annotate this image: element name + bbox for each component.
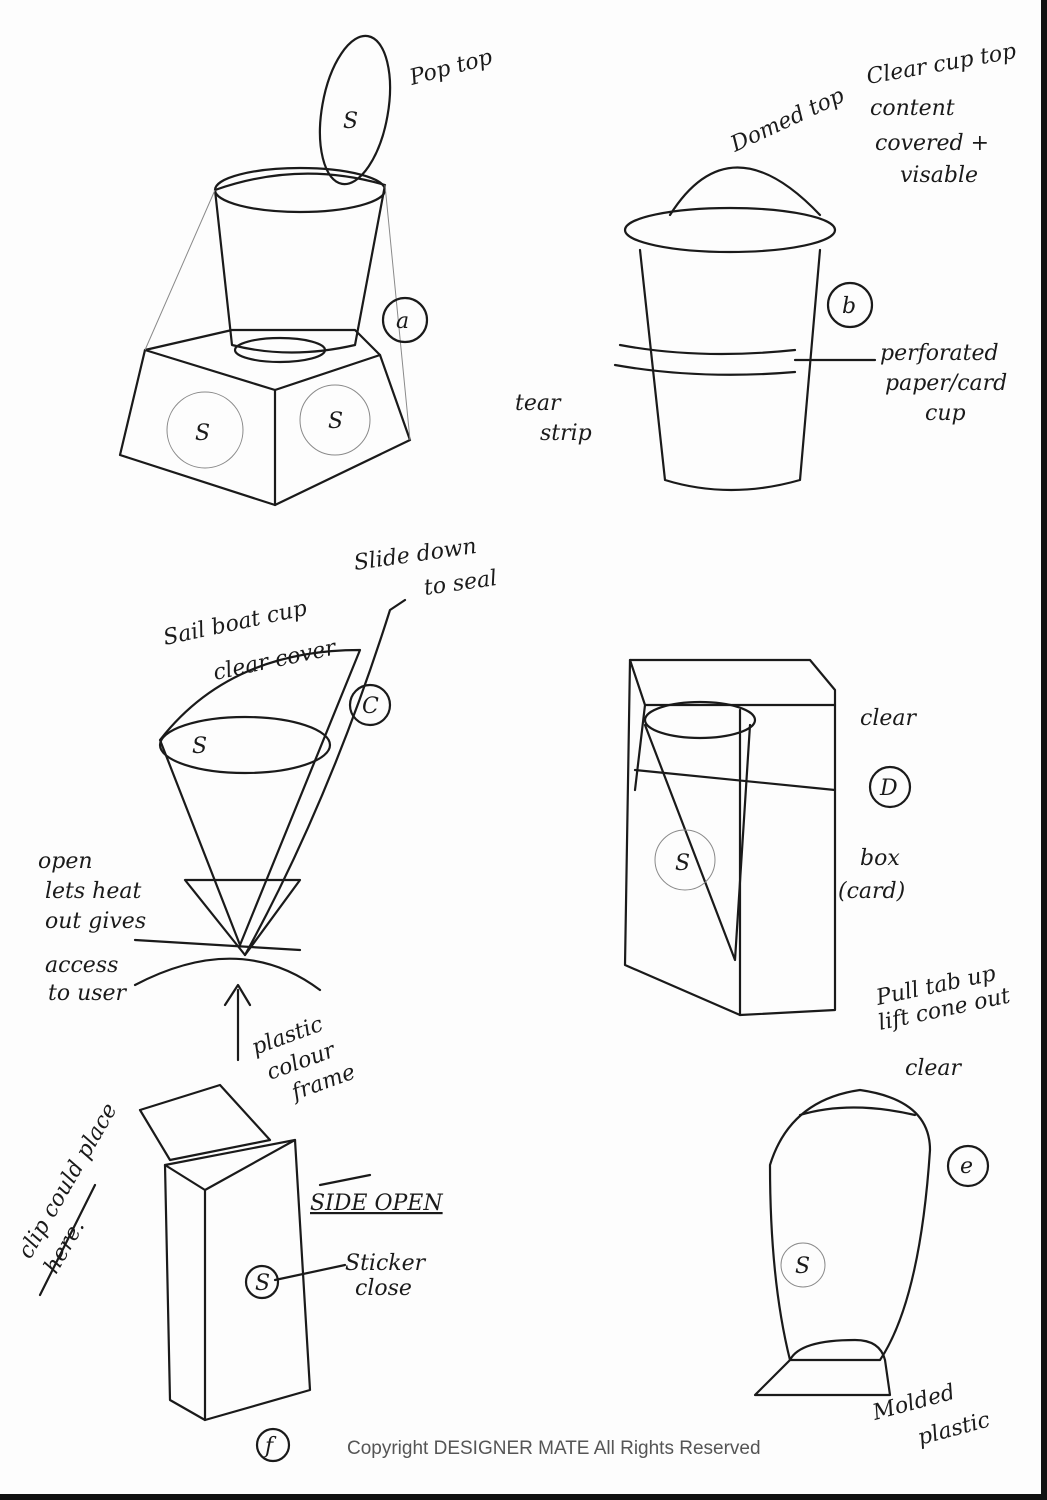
label: strip — [540, 421, 592, 446]
label: Clear cup top — [865, 39, 1018, 90]
label: cup — [925, 401, 966, 426]
logo-letter: S — [343, 109, 358, 134]
label: content — [870, 96, 955, 121]
logo-letter: S — [255, 1271, 270, 1296]
label: open — [38, 849, 93, 874]
logo-letter: S — [675, 851, 690, 876]
logo-letter: S — [195, 421, 210, 446]
sketch-c-sailboat-cup: C S Slide down to seal Sail boat cup cle… — [38, 534, 499, 1106]
sketch-e-molded-cup: S e Pull tab up lift cone out clear Mold… — [753, 961, 1013, 1451]
label: Sail boat cup — [161, 596, 309, 651]
logo-letter: S — [192, 734, 207, 759]
label: out gives — [45, 909, 146, 934]
sketch-marker: a — [396, 309, 409, 334]
label: box — [860, 846, 900, 871]
label: close — [355, 1276, 412, 1301]
sketch-marker: f — [263, 1434, 277, 1459]
sketch-marker: e — [960, 1154, 973, 1179]
label: perforated — [880, 341, 999, 366]
sketch-f-side-open-box: S f clip could place here. SIDE OPEN Sti… — [14, 1083, 443, 1463]
label: clear cover — [211, 635, 339, 686]
logo-letter: S — [328, 409, 343, 434]
sketch-d-boxed-cone: S D clear box (card) — [623, 658, 917, 1017]
label: to user — [48, 981, 128, 1006]
label: tear — [515, 391, 562, 416]
sketch-b-domed-cup: b Domed top Clear cup top content covere… — [515, 39, 1018, 492]
label: Domed top — [726, 83, 848, 158]
label: access — [45, 953, 118, 978]
label: covered + — [875, 131, 989, 156]
label: plastic — [915, 1408, 993, 1451]
sketch-marker: C — [362, 694, 379, 719]
label: Sticker — [345, 1251, 427, 1276]
copyright-notice: Copyright DESIGNER MATE All Rights Reser… — [347, 1438, 761, 1459]
logo-letter: S — [795, 1254, 810, 1279]
sketch-marker: b — [842, 294, 856, 319]
label: (card) — [838, 879, 905, 904]
label: clear — [905, 1056, 962, 1081]
sketch-a-pop-top-cup: S S S a Pop top — [118, 34, 495, 507]
sketch-marker: D — [879, 776, 898, 801]
label: Pop top — [406, 45, 495, 91]
label: paper/card — [885, 371, 1007, 396]
label: lets heat — [45, 879, 141, 904]
label: Slide down — [352, 534, 478, 576]
label: visable — [900, 163, 978, 188]
label: clear — [860, 706, 917, 731]
label: to seal — [422, 566, 498, 601]
label: SIDE OPEN — [310, 1191, 443, 1216]
